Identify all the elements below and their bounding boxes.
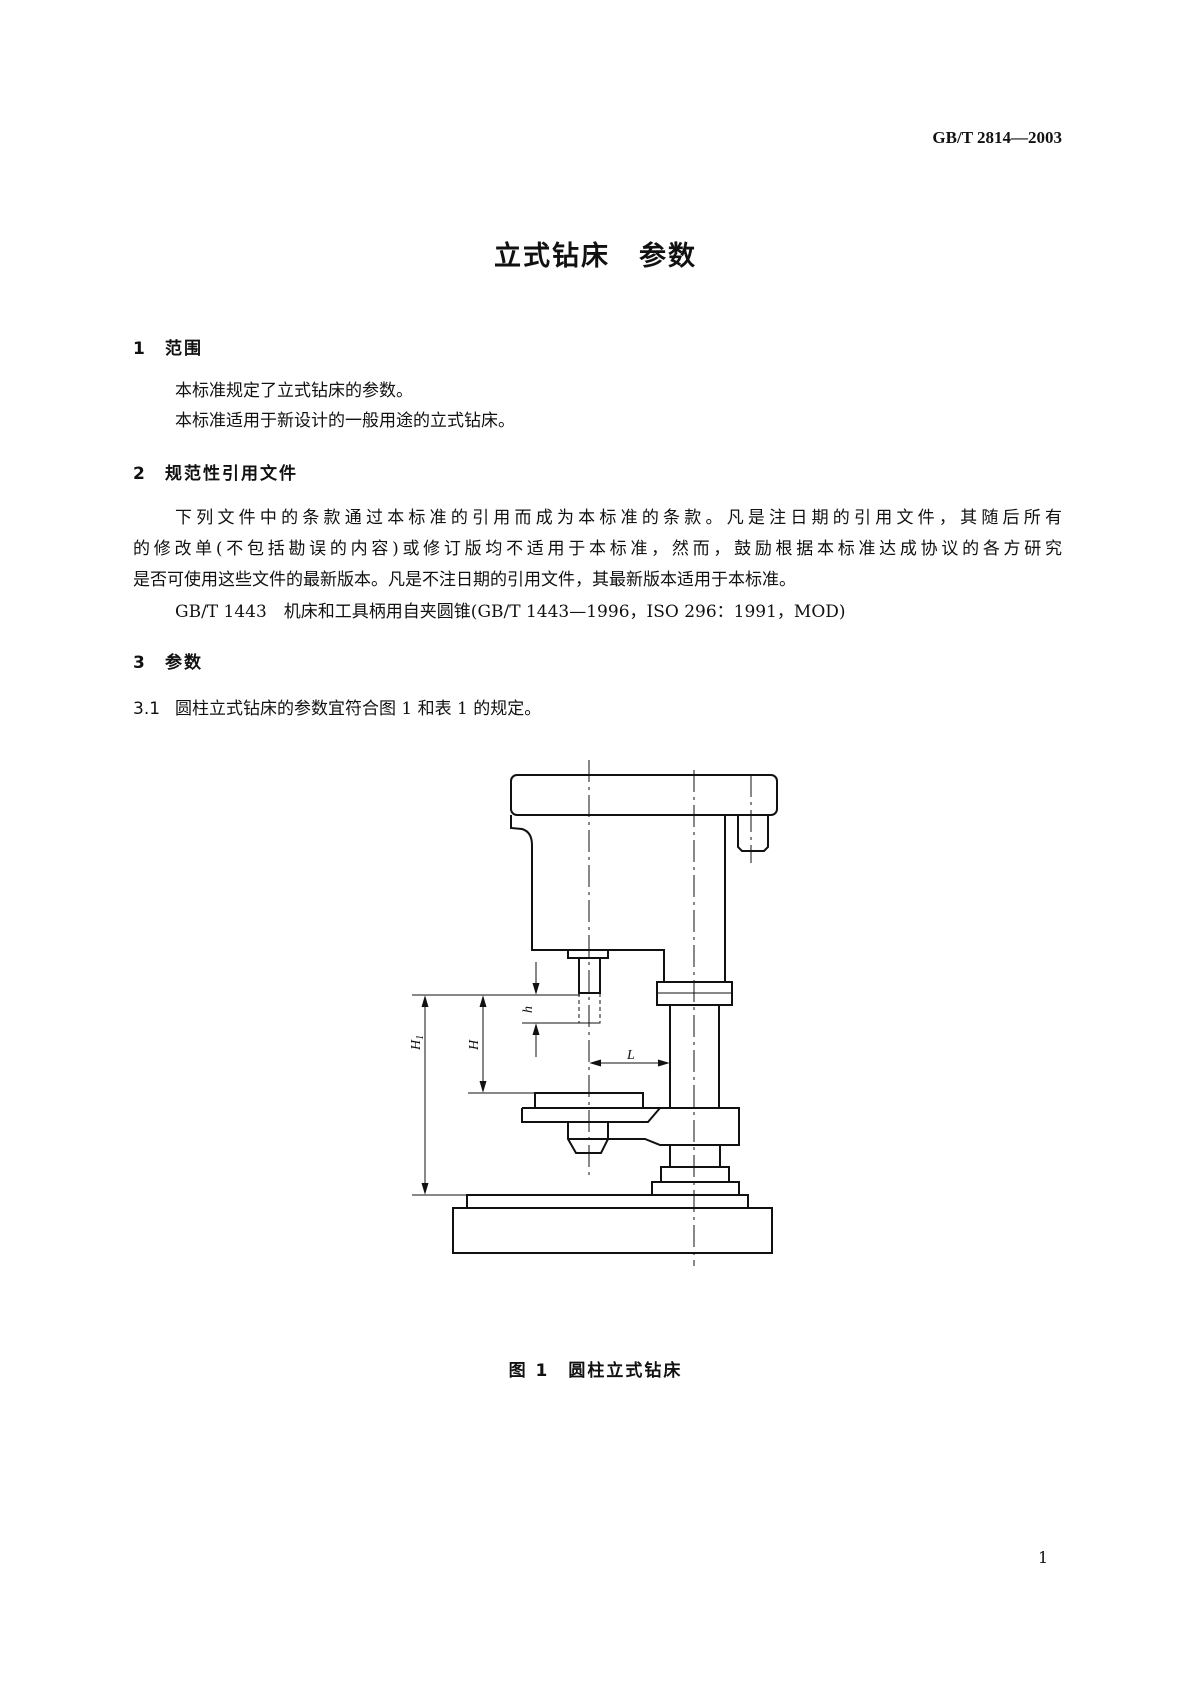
dim-label-H: H: [467, 1039, 482, 1051]
dim-label-h: h: [521, 1006, 536, 1013]
section-number: 2: [133, 464, 147, 484]
section-number: 1: [133, 339, 147, 359]
section-3-heading: 3 参数: [133, 648, 203, 673]
clause-text: 圆柱立式钻床的参数宜符合图 1 和表 1 的规定。: [175, 699, 542, 719]
table-boss: [567, 1122, 609, 1154]
spindle-travel: [578, 993, 601, 1024]
table-arm: [521, 1107, 740, 1146]
paragraph: 本标准规定了立式钻床的参数。: [175, 381, 413, 401]
section-2-heading: 2 规范性引用文件: [133, 459, 298, 484]
page-number: 1: [1038, 1548, 1049, 1567]
dim-label-L: L: [626, 1048, 635, 1063]
page-title: 立式钻床 参数: [494, 241, 697, 272]
section-title: 规范性引用文件: [165, 464, 298, 484]
head-body: [510, 815, 665, 982]
clause-number: 3.1: [133, 699, 161, 719]
paragraph-line: 是否可使用这些文件的最新版本。凡是不注日期的引用文件，其最新版本适用于本标准。: [133, 570, 796, 590]
clause-3-1: 3.1 圆柱立式钻床的参数宜符合图 1 和表 1 的规定。: [133, 699, 541, 719]
head-top: [510, 774, 778, 816]
spindle-flange: [567, 949, 609, 959]
base: [452, 1207, 773, 1254]
dim-label-H1: H1: [409, 1035, 426, 1051]
control-knob: [737, 815, 769, 852]
column-step-1: [660, 1166, 730, 1183]
normative-reference: GB/T 1443 机床和工具柄用自夹圆锥(GB/T 1443—1996，ISO…: [175, 602, 846, 622]
column-step-2: [651, 1181, 740, 1196]
spindle: [578, 958, 601, 994]
section-number: 3: [133, 653, 147, 673]
section-1-heading: 1 范围: [133, 334, 203, 359]
centerlines: [588, 760, 752, 1266]
standard-number: GB/T 2814—2003: [932, 128, 1062, 147]
section-title: 范围: [165, 339, 203, 359]
section-title: 参数: [165, 653, 203, 673]
paragraph-line: 的修改单(不包括勘误的内容)或修订版均不适用于本标准，然而，鼓励根据本标准达成协…: [133, 539, 1062, 559]
base-plate: [466, 1194, 749, 1209]
dimension-lines: [412, 962, 670, 1196]
figure-caption: 图 1 圆柱立式钻床: [508, 1361, 683, 1381]
paragraph: 本标准适用于新设计的一般用途的立式钻床。: [175, 411, 515, 431]
paragraph-line: 下列文件中的条款通过本标准的引用而成为本标准的条款。凡是注日期的引用文件，其随后…: [175, 508, 1062, 528]
